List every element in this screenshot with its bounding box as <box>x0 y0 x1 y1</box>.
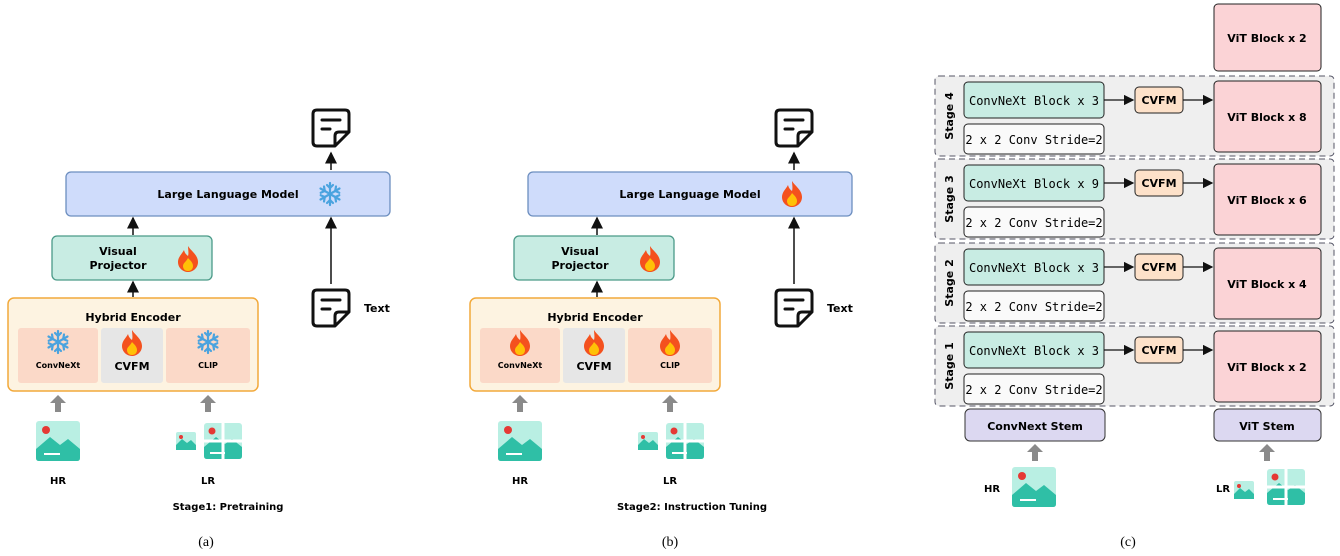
cvfm-label: CVFM <box>576 360 611 373</box>
vit-block-label: ViT Block x 4 <box>1227 278 1307 291</box>
visual-projector-box <box>513 235 675 281</box>
conv-block <box>963 123 1105 155</box>
clip-box <box>166 328 250 383</box>
convnext-block-label: ConvNeXt Block x 3 <box>969 344 1099 358</box>
lr-label: LR <box>201 476 215 487</box>
panel-caption: (a) <box>198 535 214 550</box>
top-vit-block <box>1213 3 1322 72</box>
hybrid-encoder-title: Hybrid Encoder <box>85 311 181 324</box>
projector-line2: Projector <box>89 259 147 272</box>
convnext-block-label: ConvNeXt Block x 9 <box>969 177 1099 191</box>
llm-box <box>527 171 853 217</box>
image-icon <box>176 432 196 450</box>
cvfm-block-label: CVFM <box>1141 177 1176 190</box>
image-icon <box>1234 481 1254 499</box>
conv-block <box>963 373 1105 405</box>
stage-caption: Stage2: Instruction Tuning <box>617 502 767 513</box>
convnext-stem-label: ConvNext Stem <box>987 420 1083 433</box>
vit-block <box>1213 330 1322 403</box>
convnext-label: ConvNeXt <box>36 361 81 370</box>
llm-label: Large Language Model <box>619 188 760 201</box>
document-icon <box>774 288 814 328</box>
stage-4: Stage 4 ConvNeXt Block x 3 2 x 2 Conv St… <box>934 75 1335 157</box>
up-arrow-icon <box>50 395 66 412</box>
cvfm-block-label: CVFM <box>1141 261 1176 274</box>
up-arrow-icon <box>1027 444 1043 461</box>
stage-label: Stage 4 <box>943 92 956 140</box>
hr-label: HR <box>984 484 1000 495</box>
projector-line1: Visual <box>561 245 599 258</box>
text-label: Text <box>827 302 853 315</box>
lr-label: LR <box>1216 484 1230 495</box>
hybrid-encoder-title: Hybrid Encoder <box>547 311 643 324</box>
convnext-label: ConvNeXt <box>498 361 543 370</box>
vit-block-label: ViT Block x 8 <box>1227 111 1306 124</box>
document-icon <box>311 288 351 328</box>
image-crops-icon <box>201 420 245 462</box>
up-arrow-icon <box>512 395 528 412</box>
conv-block-label: 2 x 2 Conv Stride=2 <box>965 133 1102 147</box>
conv-block-label: 2 x 2 Conv Stride=2 <box>965 300 1102 314</box>
stage-1: Stage 1 ConvNeXt Block x 3 2 x 2 Conv St… <box>934 325 1335 407</box>
llm-label: Large Language Model <box>157 188 298 201</box>
image-icon <box>638 432 658 450</box>
lr-label: LR <box>663 476 677 487</box>
convnext-block-label: ConvNeXt Block x 3 <box>969 94 1099 108</box>
conv-block-label: 2 x 2 Conv Stride=2 <box>965 383 1102 397</box>
clip-label: CLIP <box>198 361 218 370</box>
stage-label: Stage 3 <box>943 175 956 222</box>
panel-b: Large Language Model Visual Projector Hy… <box>469 108 853 550</box>
up-arrow-icon <box>200 395 216 412</box>
image-icon <box>497 420 543 462</box>
vit-block <box>1213 163 1322 236</box>
image-crops-icon <box>1264 466 1308 508</box>
image-icon <box>1011 466 1057 508</box>
vit-stem <box>1213 408 1322 442</box>
cvfm-block-label: CVFM <box>1141 344 1176 357</box>
stage-2: Stage 2 ConvNeXt Block x 3 2 x 2 Conv St… <box>934 242 1335 324</box>
document-icon <box>774 108 814 148</box>
up-arrow-icon <box>1259 444 1275 461</box>
llm-box <box>65 171 391 217</box>
top-vit-label: ViT Block x 2 <box>1227 32 1306 45</box>
vit-block <box>1213 247 1322 320</box>
vit-stem-label: ViT Stem <box>1239 420 1295 433</box>
stage-label: Stage 2 <box>943 259 956 306</box>
convnext-box <box>18 328 98 383</box>
text-label: Text <box>364 302 390 315</box>
clip-label: CLIP <box>660 361 680 370</box>
image-icon <box>35 420 81 462</box>
conv-block <box>963 290 1105 322</box>
projector-line2: Projector <box>551 259 609 272</box>
cvfm-label: CVFM <box>114 360 149 373</box>
document-icon <box>311 108 351 148</box>
vit-block-label: ViT Block x 2 <box>1227 361 1306 374</box>
panel-caption: (b) <box>662 535 679 550</box>
stage-label: Stage 1 <box>943 342 956 389</box>
panel-c: ViT Block x 2 Stage 4 ConvNeXt Block x 3… <box>934 3 1335 550</box>
stage-caption: Stage1: Pretraining <box>173 502 284 513</box>
up-arrow-icon <box>662 395 678 412</box>
visual-projector-box <box>51 235 213 281</box>
conv-block <box>963 206 1105 238</box>
cvfm-block-label: CVFM <box>1141 94 1176 107</box>
panel-a: Large Language Model Visual Projector Hy… <box>7 108 391 550</box>
panel-caption: (c) <box>1120 535 1136 550</box>
conv-block-label: 2 x 2 Conv Stride=2 <box>965 216 1102 230</box>
vit-block-label: ViT Block x 6 <box>1227 194 1307 207</box>
stage-3: Stage 3 ConvNeXt Block x 9 2 x 2 Conv St… <box>934 158 1335 240</box>
image-crops-icon <box>663 420 707 462</box>
hr-label: HR <box>50 476 66 487</box>
hr-label: HR <box>512 476 528 487</box>
projector-line1: Visual <box>99 245 137 258</box>
convnext-stem <box>964 408 1106 442</box>
convnext-block-label: ConvNeXt Block x 3 <box>969 261 1099 275</box>
vit-block <box>1213 80 1322 153</box>
